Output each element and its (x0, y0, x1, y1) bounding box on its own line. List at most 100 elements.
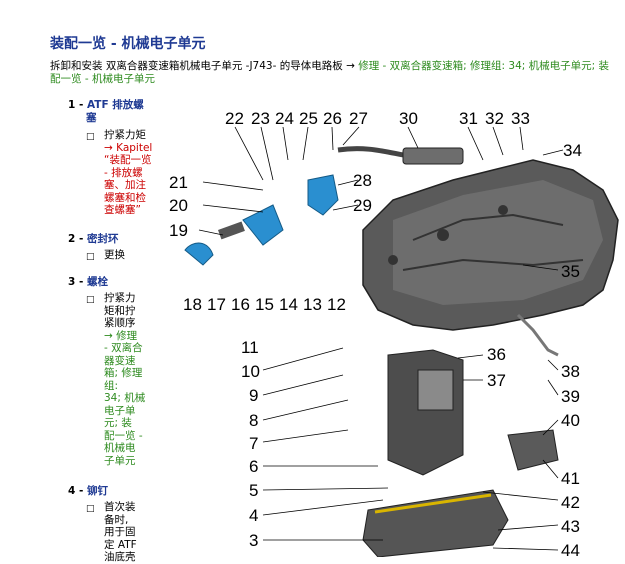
callout-28: 28 (353, 171, 372, 190)
mechatronic-unit (387, 349, 464, 476)
item-3-sub-text: 拧紧力 (104, 292, 136, 304)
housing-bolt (498, 205, 508, 215)
intro-text: 拆卸和安装 双离合器变速箱机械电子单元 -J743- 的导体电路板 → (50, 60, 359, 72)
bracket (516, 313, 559, 357)
callout-25: 25 (299, 109, 318, 128)
callout-18: 18 (183, 295, 202, 314)
callout-19: 19 (169, 221, 188, 240)
callout-34: 34 (563, 141, 582, 160)
housing-rib (402, 258, 584, 271)
filter-cartridge (307, 174, 339, 216)
callout-17: 17 (207, 295, 226, 314)
leader-lines (198, 126, 564, 551)
item-3-repair-link[interactable]: 34; 机械 (104, 392, 146, 404)
item-1-title: ATF 排放螺 (86, 99, 144, 111)
housing-bolt (437, 229, 449, 241)
item-1-number: 1 - (68, 99, 84, 111)
item-1-quote-line[interactable]: - 排放螺 (104, 166, 143, 179)
callout-40: 40 (561, 411, 580, 430)
callout-21: 21 (169, 173, 188, 192)
callout-6: 6 (249, 457, 258, 476)
callout-12: 12 (327, 295, 346, 314)
callout-41: 41 (561, 469, 580, 488)
callout-7: 7 (249, 434, 258, 453)
item-3-repair-link[interactable]: 机械电 (104, 442, 136, 454)
item-3-bullet-icon: □ (86, 295, 95, 305)
item-1-quote-line[interactable]: 塞、加注 (104, 179, 146, 191)
page-title: 装配一览 - 机械电子单元 (50, 36, 206, 52)
item-2-sub-text: 更换 (104, 249, 125, 261)
item-4-heading: 4 - 铆钉 (68, 483, 108, 498)
item-4-sub-text: 用于固 (104, 526, 136, 538)
callout-numbers: 22 23 24 25 26 27 30 31 32 33 34 21 28 2… (169, 109, 582, 557)
callout-8: 8 (249, 411, 258, 430)
intro-repair-link[interactable]: 修理 - 双离合器变速箱; 修理组: 34; 机械电子单元; 装配一览 - 机械… (50, 60, 610, 85)
item-4-title: 铆钉 (86, 485, 108, 497)
callout-37: 37 (487, 371, 506, 390)
side-cover (507, 429, 559, 471)
callout-44: 44 (561, 541, 580, 557)
callout-39: 39 (561, 387, 580, 406)
item-3-repair-link[interactable]: - 双离合 (104, 342, 143, 354)
item-1-quote-line[interactable]: 查螺塞” (104, 204, 141, 216)
callout-35: 35 (561, 262, 580, 281)
item-3-repair-link[interactable]: 箱; 修理 (104, 367, 143, 379)
item-3-sub: 拧紧力 矩和拧 紧顺序 → 修理 - 双离合 器变速 箱; 修理 组: 34; … (104, 292, 145, 467)
callout-9: 9 (249, 386, 258, 405)
atf-hose (184, 242, 214, 266)
item-1-sub: 拧紧力矩 → Kapitel “装配一览 - 排放螺 塞、加注 螺塞和检 查螺塞… (104, 129, 152, 217)
item-2-heading: 2 - 密封环 (68, 231, 118, 246)
callout-3: 3 (249, 531, 258, 550)
item-2-title: 密封环 (86, 233, 119, 245)
item-3-repair-link[interactable]: 子单元 (104, 454, 136, 467)
item-4-sub-text: 定 ATF (104, 538, 137, 551)
callout-24: 24 (275, 109, 294, 128)
item-4-sub: 首次装 备时, 用于固 定 ATF 油底壳 (104, 501, 137, 564)
housing-bolt (388, 255, 398, 265)
item-2-bullet-icon: □ (86, 252, 95, 262)
callout-4: 4 (249, 506, 258, 525)
callout-42: 42 (561, 493, 580, 512)
item-1-heading: 1 - ATF 排放螺 (68, 97, 144, 112)
callout-13: 13 (303, 295, 322, 314)
item-1-quote-line[interactable]: “装配一览 (104, 154, 152, 166)
callout-5: 5 (249, 481, 258, 500)
item-1-title-cont: 塞 (86, 112, 97, 124)
item-3-repair-link[interactable]: 器变速 (104, 354, 136, 367)
callout-20: 20 (169, 196, 188, 215)
item-3-repair-link[interactable]: 元; 装 (104, 417, 132, 429)
item-3-title: 螺栓 (86, 276, 108, 288)
item-2-number: 2 - (68, 233, 84, 245)
callout-31: 31 (459, 109, 478, 128)
item-3-repair-link[interactable]: → 修理 (104, 329, 138, 342)
callout-32: 32 (485, 109, 504, 128)
item-3-sub-text: 紧顺序 (104, 317, 136, 329)
filter-housing (242, 204, 284, 246)
hose-clip (218, 221, 245, 240)
exploded-view-diagram: 22 23 24 25 26 27 30 31 32 33 34 21 28 2… (163, 100, 625, 557)
callout-23: 23 (251, 109, 270, 128)
item-1-bullet-icon: □ (86, 132, 95, 142)
item-3-repair-link[interactable]: 电子单 (104, 404, 136, 417)
item-1-sub-text: 拧紧力矩 (104, 129, 146, 141)
atf-pan (362, 489, 509, 557)
callout-14: 14 (279, 295, 298, 314)
housing-rib (412, 213, 564, 241)
item-1-kapitel-link[interactable]: → Kapitel (104, 141, 153, 154)
callout-10: 10 (241, 362, 260, 381)
callout-29: 29 (353, 196, 372, 215)
housing-highlight (393, 180, 603, 305)
item-3-repair-link[interactable]: 配一览 - (104, 429, 143, 442)
callout-27: 27 (349, 109, 368, 128)
callout-22: 22 (225, 109, 244, 128)
callout-33: 33 (511, 109, 530, 128)
callout-36: 36 (487, 345, 506, 364)
pan-gasket (374, 493, 492, 514)
item-3-number: 3 - (68, 276, 84, 288)
exploded-view-drawing: 22 23 24 25 26 27 30 31 32 33 34 21 28 2… (169, 109, 619, 557)
mechatronic-board (417, 369, 454, 411)
item-4-sub-text: 首次装 (104, 501, 136, 513)
item-3-repair-link[interactable]: 组: (104, 379, 119, 392)
item-1-quote-line[interactable]: 螺塞和检 (104, 191, 146, 204)
item-4-sub-text: 油底壳 (104, 551, 136, 563)
